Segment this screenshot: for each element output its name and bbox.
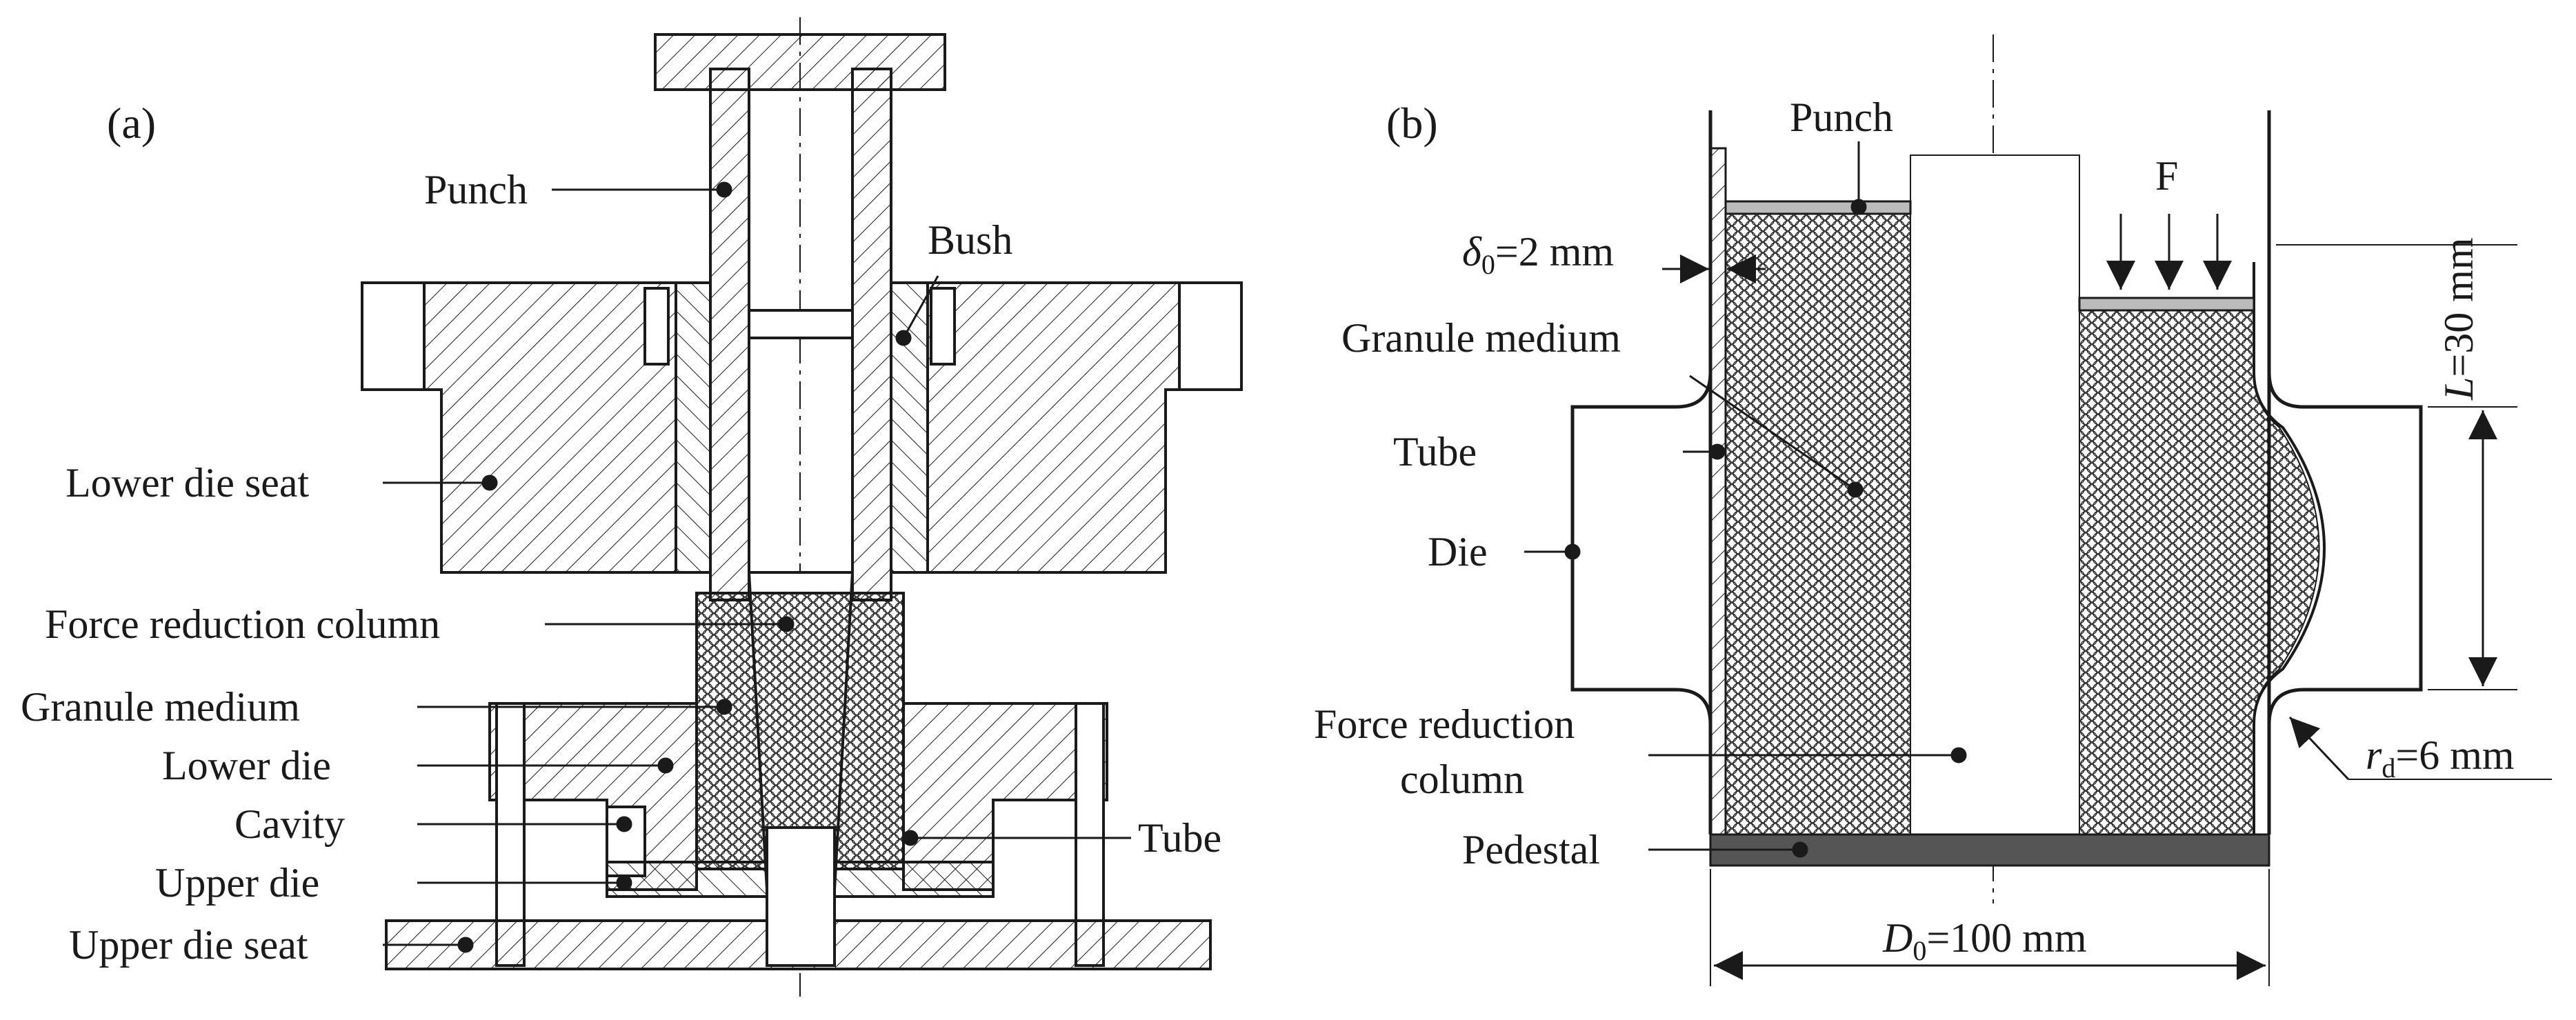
punch-inner-step — [748, 309, 854, 339]
punch-plate-right — [2078, 297, 2255, 312]
bush-left — [675, 281, 712, 574]
granule-medium-left — [1725, 213, 1911, 835]
force-reduction-column-b — [1910, 154, 2080, 835]
label-force: F — [2155, 153, 2178, 199]
dim-rd-leader — [2288, 716, 2350, 781]
punch-plate-left — [1724, 200, 1912, 215]
label-lower-die: Lower die — [162, 743, 331, 788]
granule-medium-right — [2079, 310, 2320, 835]
label-pedestal: Pedestal — [1462, 827, 1600, 872]
label-force-reduction-1: Force reduction — [1314, 701, 1575, 747]
lower-die-seat-flange-right — [1178, 281, 1243, 391]
bush-screw-right — [930, 287, 956, 366]
tube-right-bulge — [2253, 262, 2326, 834]
label-lower-die-seat: Lower die seat — [66, 460, 310, 506]
punch-wall-right — [851, 68, 892, 601]
label-cavity: Cavity — [234, 801, 345, 847]
dim-l-text: L=30 mm — [2436, 237, 2482, 401]
panel-a-leaders — [383, 181, 1131, 953]
panel-b-labels: Punch F Granule medium Tube Die Force re… — [1314, 94, 2515, 966]
panel-a-labels: Punch Bush Lower die seat Force reductio… — [21, 167, 1221, 968]
panel-a-tag: (a) — [107, 99, 156, 148]
label-upper-die: Upper die — [155, 860, 319, 906]
label-punch-b: Punch — [1790, 94, 1893, 140]
dim-d0-text: D0=100 mm — [1882, 915, 2087, 966]
bush-screw-left — [643, 287, 670, 366]
lower-die-seat-flange-left — [361, 281, 426, 391]
center-bolt — [766, 826, 836, 967]
dim-delta0-text: δ0=2 mm — [1462, 229, 1614, 280]
panel-b-leaders — [1524, 141, 1967, 858]
label-granule-medium-b: Granule medium — [1341, 315, 1621, 361]
label-force-reduction-2: column — [1400, 757, 1524, 802]
bush-right — [890, 281, 929, 574]
label-upper-die-seat: Upper die seat — [69, 922, 308, 968]
die-left-profile — [1570, 372, 1713, 725]
label-tube-b: Tube — [1393, 429, 1477, 474]
die-right-profile — [2267, 372, 2423, 725]
label-granule-medium-a: Granule medium — [21, 684, 300, 730]
label-punch-a: Punch — [424, 167, 528, 212]
label-die: Die — [1428, 529, 1488, 574]
panel-b-tag: (b) — [1386, 99, 1438, 148]
granule-medium-a — [695, 592, 905, 870]
label-force-reduction-column-a: Force reduction column — [45, 601, 440, 647]
tube-wall-hatched — [1709, 147, 1727, 836]
label-tube-a: Tube — [1138, 815, 1221, 861]
label-bush: Bush — [928, 217, 1012, 263]
punch-top-cap — [654, 33, 946, 91]
dim-rd-text: rd=6 mm — [2366, 732, 2515, 783]
punch-wall-left — [709, 68, 750, 601]
panel-a: (a) — [107, 17, 1243, 997]
